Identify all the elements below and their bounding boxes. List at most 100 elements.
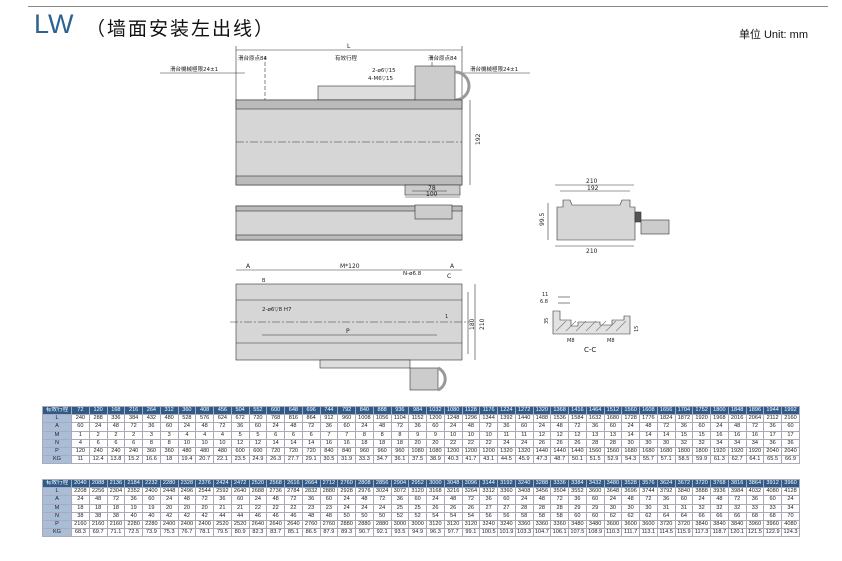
table-cell: 36.1 [390, 455, 410, 465]
dim-L: L [347, 43, 351, 50]
table-cell: 24 [159, 495, 179, 505]
table-cell: 48 [177, 495, 197, 505]
table-cell: 24 [603, 495, 623, 505]
table-cell: 1824 [656, 414, 676, 424]
table-cell: 72 [479, 422, 498, 432]
dim-C: C [447, 273, 451, 280]
table-cell: 44 [213, 511, 232, 521]
table-cell: 1872 [674, 414, 694, 424]
table-cell: 696 [301, 405, 321, 416]
table-cell: 1128 [461, 405, 481, 416]
table-cell: 1008 [355, 414, 374, 424]
table-cell: 2760 [301, 519, 321, 530]
table-cell: 30 [639, 438, 658, 448]
table-cell: 24 [514, 495, 534, 505]
table-cell: 34 [745, 438, 765, 448]
table-cell: 83.7 [266, 528, 285, 538]
table-cell: 14 [266, 438, 285, 448]
table-cell: 64 [656, 511, 676, 521]
table-cell: 34 [710, 438, 729, 448]
table-cell: 240 [71, 414, 90, 424]
table-cell: 48 [372, 422, 392, 432]
table-cell: 72 [195, 495, 214, 505]
table-cell: 1680 [621, 446, 640, 457]
table-cell: 4080 [781, 519, 800, 530]
table-cell: 24 [514, 438, 534, 448]
table-cell: 1776 [639, 414, 658, 424]
table-cell: 120 [71, 446, 90, 457]
table-cell: 10 [461, 430, 481, 440]
table-cell: 2640 [266, 519, 285, 530]
table-cell: 31 [656, 503, 676, 513]
table-cell: 72 [390, 422, 410, 432]
table-cell: 2712 [319, 478, 339, 489]
table-cell: 3792 [656, 487, 676, 497]
table-cell: 2616 [284, 478, 303, 489]
table-cell: 3672 [674, 478, 694, 489]
table-cell: 54.3 [621, 455, 640, 465]
table-cell: 118.7 [710, 528, 729, 538]
table-cell: 32 [727, 503, 747, 513]
table-cell: 72 [124, 422, 143, 432]
top-rule [28, 6, 828, 7]
table-cell: 114.5 [656, 528, 676, 538]
table-cell: 2808 [355, 478, 374, 489]
table-cell: 3168 [426, 487, 445, 497]
table-cell: 60 [230, 495, 250, 505]
table-cell: 60 [159, 422, 179, 432]
table-cell: 50 [355, 511, 374, 521]
table-cell: 76.7 [177, 528, 197, 538]
table-cell: 3120 [408, 487, 427, 497]
table-cell: 1056 [372, 414, 392, 424]
table-cell: 1896 [745, 405, 765, 416]
table-cell: 2664 [301, 478, 321, 489]
top-view [160, 46, 530, 198]
dim-right-margin: 滑台原点84 [428, 54, 457, 62]
table-cell: 2880 [337, 519, 356, 530]
table-cell: 3096 [461, 478, 481, 489]
table-cell: 2976 [355, 487, 374, 497]
dim-left-margin: 滑台原点84 [238, 54, 267, 62]
table-cell: 2520 [248, 478, 268, 489]
table-cell: 1176 [479, 405, 498, 416]
table-cell: 62 [639, 511, 658, 521]
table-cell: 3384 [568, 478, 587, 489]
table-cell: 816 [284, 414, 303, 424]
table-cell: 20 [408, 438, 427, 448]
table-cell: 111.7 [621, 528, 640, 538]
table-cell: 960 [355, 446, 374, 457]
table-cell: 36 [213, 495, 232, 505]
table-cell: 50 [337, 511, 356, 521]
table-cell: 1416 [568, 405, 587, 416]
table-cell: 90.7 [355, 528, 374, 538]
table-cell: 1512 [603, 405, 623, 416]
row-label: L [42, 487, 72, 497]
table-cell: 960 [337, 414, 356, 424]
table-cell: 1536 [550, 414, 569, 424]
table-cell: 36 [319, 422, 339, 432]
table-cell: 33 [745, 503, 765, 513]
table-cell: 4 [195, 430, 214, 440]
table-cell: 27.7 [284, 455, 303, 465]
table-cell: 6 [266, 430, 285, 440]
table-cell: 1800 [692, 446, 711, 457]
table-cell: 48 [550, 422, 569, 432]
table-cell: 3960 [781, 478, 800, 489]
table-cell: 3360 [532, 519, 552, 530]
table-cell: 3912 [763, 478, 782, 489]
table-cell: 768 [266, 414, 285, 424]
table-cell: 22 [248, 503, 268, 513]
table-cell: 1464 [585, 405, 605, 416]
table-cell: 1080 [426, 446, 445, 457]
table-cell: 2592 [213, 487, 232, 497]
table-cell: 42 [159, 511, 179, 521]
table-cell: 19 [142, 503, 161, 513]
table-cell: 432 [142, 414, 161, 424]
table-cell: 3600 [639, 519, 658, 530]
table-cell: 3288 [532, 478, 552, 489]
table-cell: 3000 [426, 478, 445, 489]
table-cell: 120.1 [727, 528, 747, 538]
side-view [235, 204, 463, 241]
table-cell: 60 [781, 422, 800, 432]
